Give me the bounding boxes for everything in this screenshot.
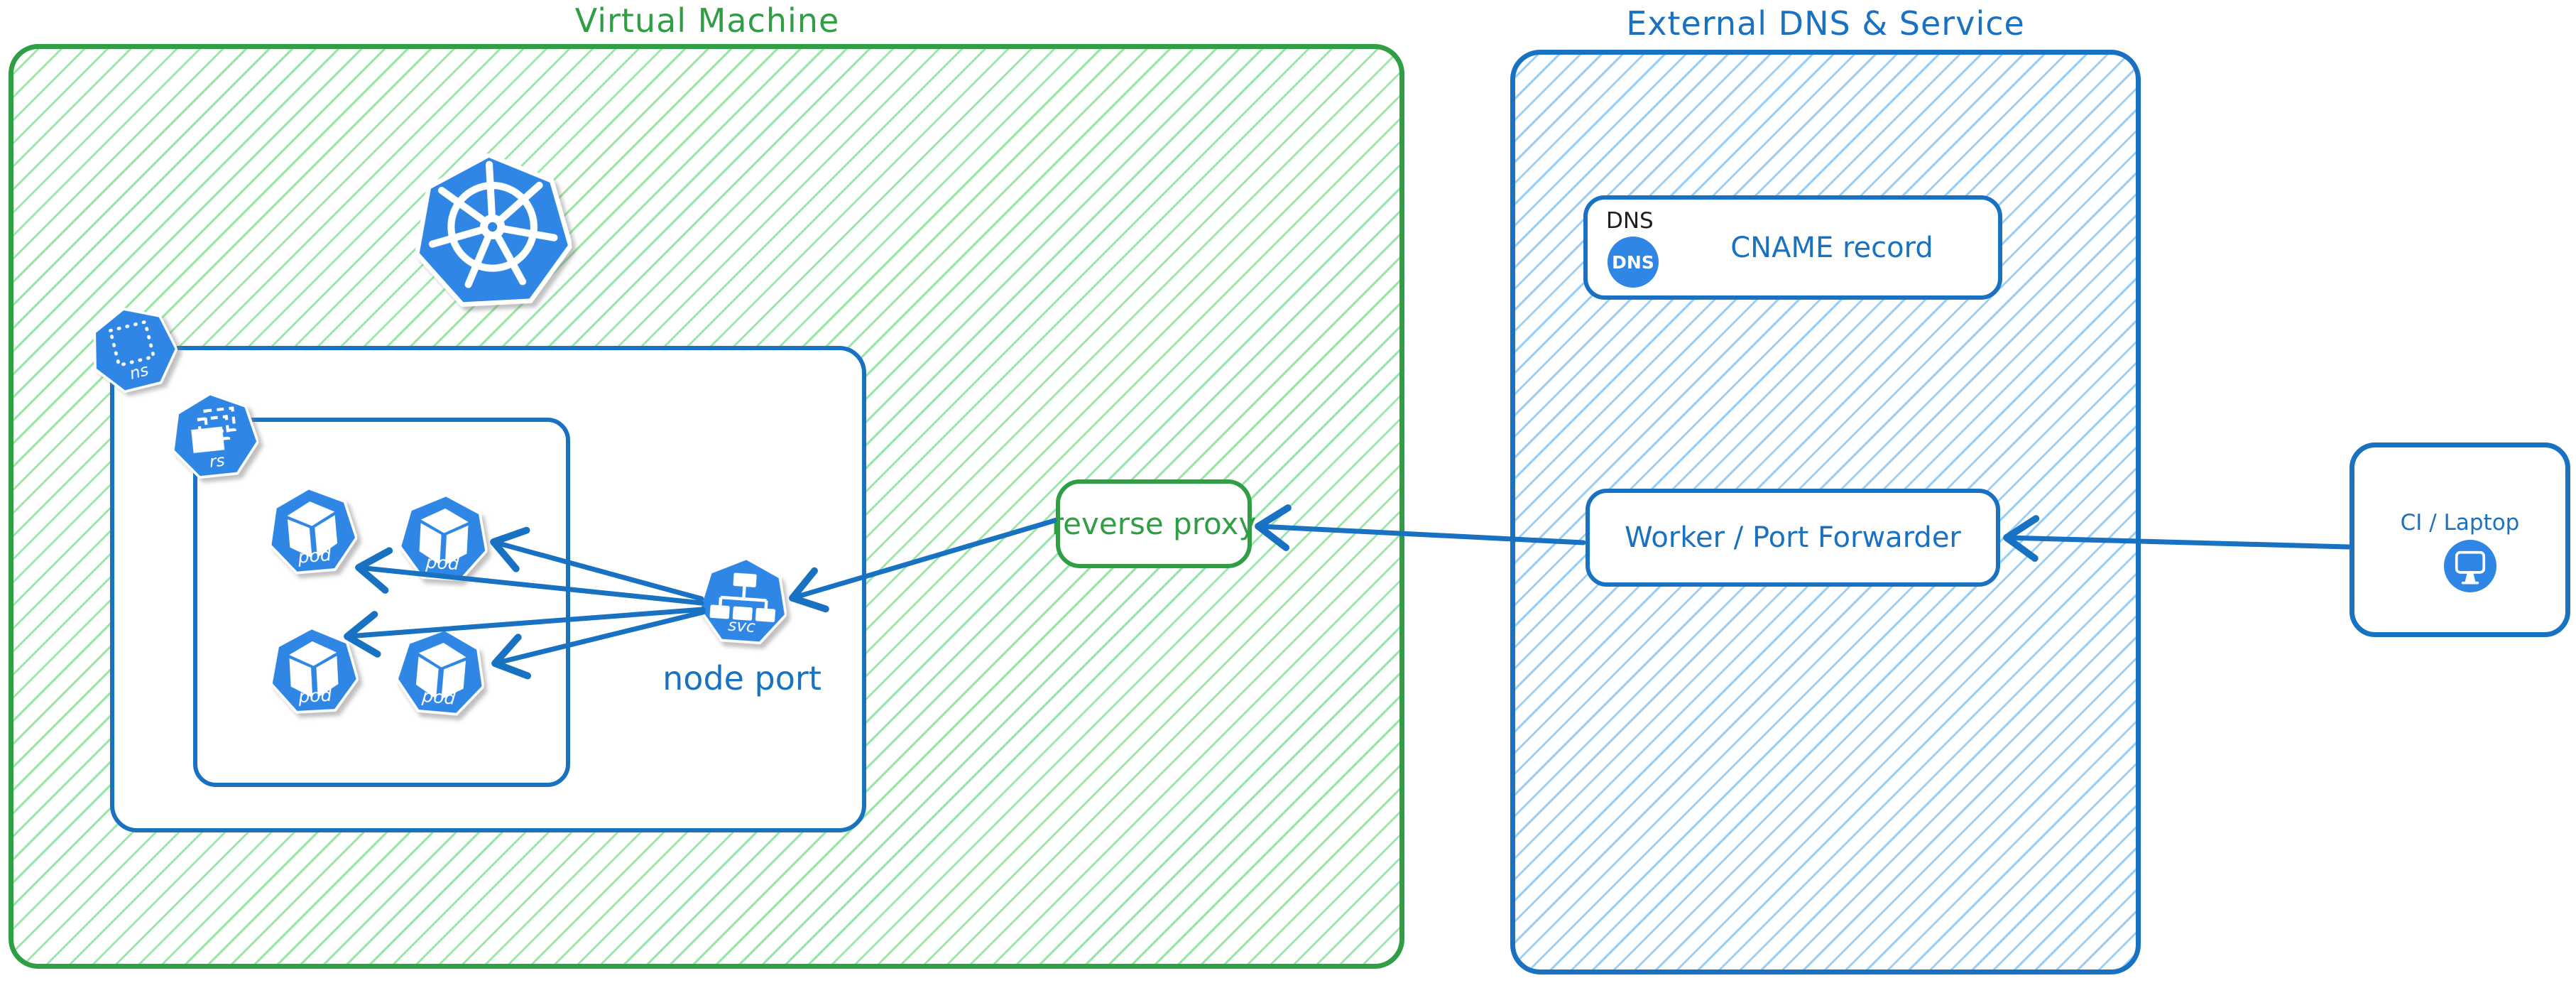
kubernetes-icon — [410, 145, 575, 317]
external-dns-title: External DNS & Service — [1626, 4, 2025, 43]
ci-laptop-box: CI / Laptop — [2349, 442, 2570, 637]
pod-icon: pod — [265, 484, 360, 579]
dns-icon: DNS — [1608, 237, 1659, 288]
dns-tag: DNS — [1606, 208, 1654, 234]
replicaset-icon: rs — [167, 389, 262, 484]
dns-icon-text: DNS — [1612, 251, 1654, 273]
namespace-icon: ns — [82, 298, 185, 401]
node-port-label: node port — [662, 659, 822, 697]
laptop-icon — [2444, 540, 2496, 592]
pod-icon: pod — [268, 625, 360, 717]
reverse-proxy-box: reverse proxy — [1052, 479, 1256, 568]
dns-record-card: DNS DNS CNAME record — [1583, 195, 2002, 300]
cname-record-label: CNAME record — [1730, 231, 1933, 264]
virtual-machine-title: Virtual Machine — [574, 1, 840, 40]
ci-laptop-label: CI / Laptop — [2400, 510, 2520, 536]
pod-icon: pod — [398, 492, 490, 585]
worker-port-forwarder-box: Worker / Port Forwarder — [1586, 489, 2000, 587]
service-icon: svc — [697, 555, 790, 648]
cname-record: CNAME record — [1673, 200, 1991, 295]
reverse-proxy-label: reverse proxy — [1051, 506, 1257, 541]
worker-port-forwarder-label: Worker / Port Forwarder — [1625, 521, 1961, 554]
pod-icon: pod — [393, 625, 489, 720]
